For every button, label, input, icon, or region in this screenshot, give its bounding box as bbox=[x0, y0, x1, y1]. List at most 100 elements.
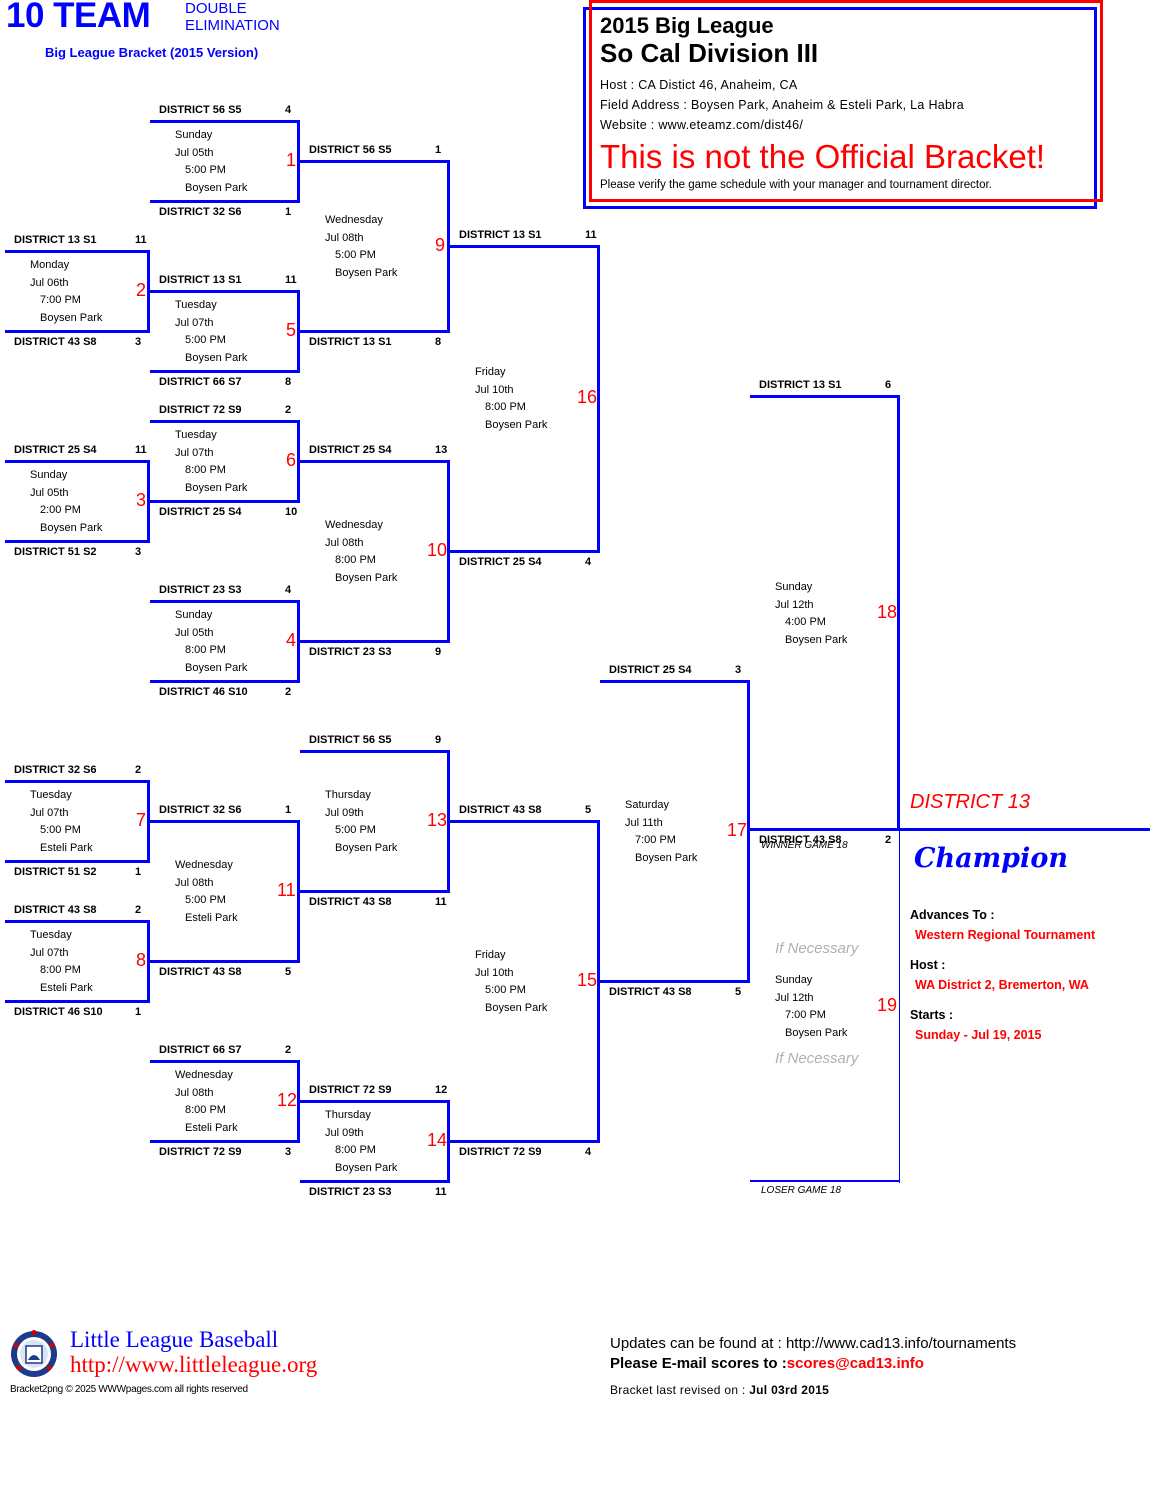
game-number: 15 bbox=[577, 970, 598, 990]
bracket-line-vertical bbox=[447, 750, 450, 893]
game-date: Jul 09th bbox=[325, 1126, 364, 1139]
team-name: DISTRICT 25 S4 bbox=[609, 664, 692, 676]
bracket-line-vertical bbox=[899, 828, 900, 1183]
next-host-value: WA District 2, Bremerton, WA bbox=[915, 978, 1089, 992]
team-name: DISTRICT 23 S3 bbox=[309, 646, 392, 658]
bracket-line-vertical bbox=[597, 820, 600, 1143]
bracket-line-top bbox=[450, 820, 600, 823]
game-day: Sunday bbox=[175, 129, 213, 141]
game-number: 9 bbox=[435, 235, 446, 255]
team-name: DISTRICT 25 S4 bbox=[459, 556, 542, 568]
bracket-line-top bbox=[450, 245, 600, 248]
bracket-type-title: DOUBLE ELIMINATION bbox=[185, 0, 280, 34]
bracket-line-vertical bbox=[147, 920, 150, 1003]
team-name: DISTRICT 25 S4 bbox=[159, 506, 242, 518]
team-score: 1 bbox=[135, 866, 142, 878]
team-name: DISTRICT 72 S9 bbox=[159, 1146, 242, 1158]
game-date: Jul 07th bbox=[30, 806, 69, 819]
team-score: 11 bbox=[135, 234, 147, 246]
game-date: Jul 08th bbox=[175, 876, 214, 889]
game-day: Tuesday bbox=[30, 789, 72, 801]
team-score: 8 bbox=[435, 336, 442, 348]
game-time: 5:00 PM bbox=[485, 984, 526, 996]
game-day: Tuesday bbox=[175, 429, 217, 441]
game-day: Sunday bbox=[175, 609, 213, 621]
game-time: 8:00 PM bbox=[485, 401, 526, 413]
email-link[interactable]: scores@cad13.info bbox=[786, 1355, 924, 1372]
game-number: 13 bbox=[427, 810, 448, 830]
game-day: Sunday bbox=[775, 581, 813, 593]
bracket-line-top bbox=[5, 780, 150, 783]
game-time: 7:00 PM bbox=[40, 294, 81, 306]
game-time: 8:00 PM bbox=[335, 1144, 376, 1156]
team-score: 3 bbox=[135, 546, 142, 558]
team-score: 13 bbox=[435, 444, 448, 456]
team-score: 11 bbox=[285, 274, 297, 286]
team-name: DISTRICT 43 S8 bbox=[14, 336, 97, 348]
field-address: Field Address : Boysen Park, Anaheim & E… bbox=[600, 98, 965, 112]
updates-link[interactable]: Updates can be found at : http://www.cad… bbox=[610, 1335, 1017, 1352]
game-day: Wednesday bbox=[325, 519, 383, 531]
game-time: 5:00 PM bbox=[40, 824, 81, 836]
bracket-type-line2: ELIMINATION bbox=[185, 17, 280, 34]
game-number: 14 bbox=[427, 1130, 448, 1150]
game-time: 5:00 PM bbox=[185, 164, 226, 176]
game-time: 8:00 PM bbox=[185, 464, 226, 476]
game-number: 18 bbox=[877, 602, 898, 622]
game-time: 5:00 PM bbox=[335, 249, 376, 261]
team-score: 9 bbox=[435, 646, 442, 658]
game-time: 5:00 PM bbox=[185, 894, 226, 906]
tournament-host: Host : CA Distict 46, Anaheim, CA bbox=[600, 78, 798, 92]
game-number: 17 bbox=[727, 820, 748, 840]
team-name: DISTRICT 72 S9 bbox=[459, 1146, 542, 1158]
bracket-line-vertical bbox=[447, 1100, 450, 1183]
team-name: DISTRICT 66 S7 bbox=[159, 1044, 242, 1056]
game-number: 8 bbox=[136, 950, 147, 970]
team-score: 11 bbox=[435, 896, 447, 908]
team-name: DISTRICT 56 S5 bbox=[159, 104, 242, 116]
team-score: 2 bbox=[885, 834, 892, 846]
team-score: 1 bbox=[285, 804, 292, 816]
team-score: 1 bbox=[435, 144, 442, 156]
game-field: Boysen Park bbox=[485, 1001, 548, 1014]
email-scores-line: Please E-mail scores to :scores@cad13.in… bbox=[610, 1355, 924, 1372]
bracket-line-vertical bbox=[147, 250, 150, 333]
bracket-line-vertical bbox=[297, 120, 300, 203]
game-number: 1 bbox=[286, 150, 297, 170]
bracket-line-top bbox=[750, 395, 900, 398]
bracket-line-top bbox=[5, 250, 150, 253]
email-prefix: Please E-mail scores to : bbox=[610, 1355, 787, 1372]
game-day: Saturday bbox=[625, 799, 670, 811]
game-field: Boysen Park bbox=[335, 1161, 398, 1174]
tournament-website[interactable]: Website : www.eteamz.com/dist46/ bbox=[600, 118, 804, 132]
bracket-line-bottom bbox=[450, 550, 600, 553]
team-name: DISTRICT 43 S8 bbox=[609, 986, 692, 998]
bracket-line-top bbox=[300, 460, 450, 463]
team-score: 2 bbox=[285, 404, 292, 416]
team-score: 4 bbox=[285, 584, 292, 596]
game-date: Jul 05th bbox=[175, 146, 214, 159]
bracket-connector bbox=[150, 290, 300, 293]
game-day: Tuesday bbox=[175, 299, 217, 311]
bracket-line-vertical bbox=[297, 290, 300, 373]
verify-note: Please verify the game schedule with you… bbox=[600, 179, 992, 191]
info-box-border-red bbox=[589, 0, 1103, 202]
team-score: 3 bbox=[135, 336, 142, 348]
team-name: DISTRICT 51 S2 bbox=[14, 866, 97, 878]
game-day: Wednesday bbox=[175, 1069, 233, 1081]
team-name: DISTRICT 25 S4 bbox=[309, 444, 392, 456]
next-host-label: Host : bbox=[910, 958, 946, 972]
team-score: 10 bbox=[285, 506, 298, 518]
game-field: Boysen Park bbox=[185, 481, 248, 494]
little-league-url[interactable]: http://www.littleleague.org bbox=[70, 1352, 318, 1377]
bracket-connector bbox=[150, 500, 300, 503]
game-date: Jul 10th bbox=[475, 383, 514, 396]
team-score: 5 bbox=[285, 966, 292, 978]
team-score: 3 bbox=[285, 1146, 292, 1158]
bracket-line-bottom bbox=[150, 1140, 300, 1143]
